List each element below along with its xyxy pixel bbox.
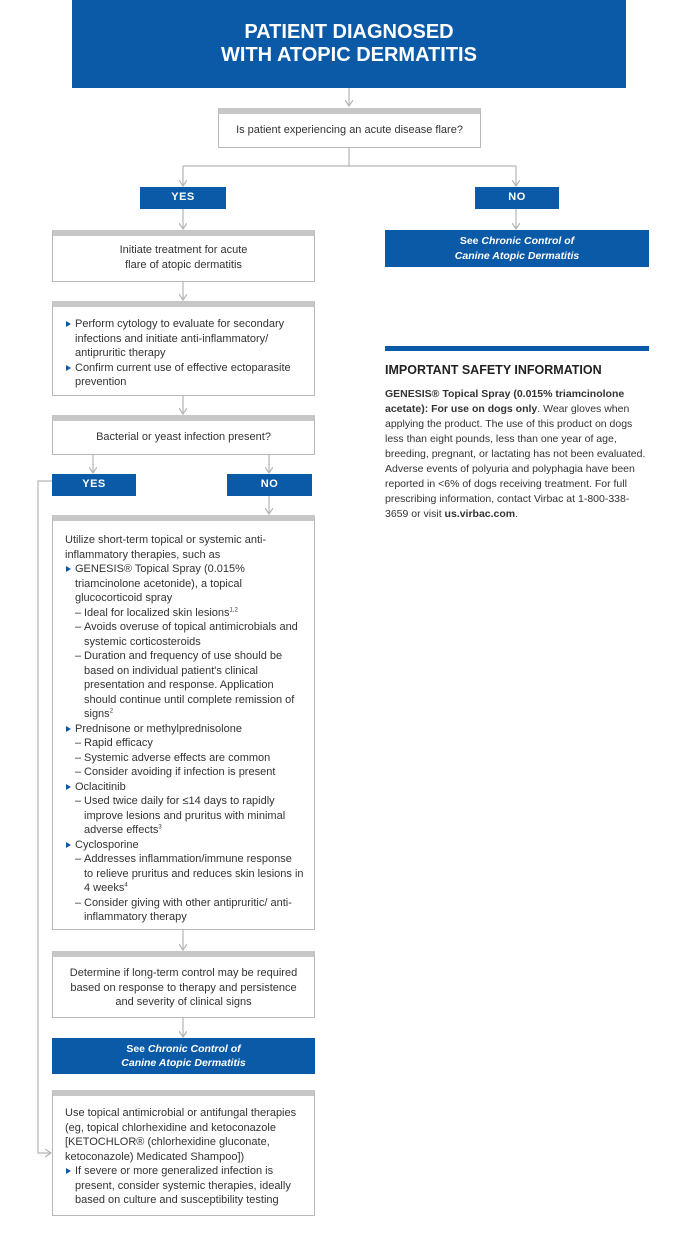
therapy-detail: Consider avoiding if infection is presen…: [75, 765, 304, 780]
see-chronic-control-link[interactable]: See Chronic Control of Canine Atopic Der…: [52, 1038, 315, 1074]
long-term-control-box: Determine if long-term control may be re…: [52, 951, 315, 1018]
acute-flare-question: Is patient experiencing an acute disease…: [218, 108, 481, 148]
connector: [37, 480, 52, 1153]
box-text-line: flare of atopic dermatitis: [125, 258, 242, 271]
antimicrobial-therapies-box: Use topical antimicrobial or antifungal …: [52, 1090, 315, 1216]
see-prefix: See: [126, 1042, 148, 1055]
therapy-item: Cyclosporine Addresses inflammation/immu…: [65, 838, 304, 925]
anti-inflammatory-therapies-box: Utilize short-term topical or systemic a…: [52, 515, 315, 930]
box-text: Determine if long-term control may be re…: [69, 967, 298, 1008]
therapy-label: Oclacitinib: [75, 780, 126, 793]
safety-bold-intro: GENESIS® Topical Spray (0.015% triamcino…: [385, 388, 625, 415]
antimicrobial-intro: Use topical antimicrobial or antifungal …: [65, 1107, 297, 1163]
list-item: Perform cytology to evaluate for seconda…: [65, 317, 304, 361]
chronic-title-line: Chronic Control of: [147, 1042, 241, 1055]
safety-end: .: [515, 508, 519, 520]
cytology-box: Perform cytology to evaluate for seconda…: [52, 301, 315, 396]
therapy-item: Prednisone or methylprednisolone Rapid e…: [65, 722, 304, 780]
safety-heading: IMPORTANT SAFETY INFORMATION: [385, 363, 602, 377]
divider: [385, 346, 649, 351]
list-item: If severe or more generalized infection …: [65, 1164, 304, 1208]
therapy-detail: Consider giving with other antipruritic/…: [75, 896, 304, 925]
therapy-detail: Systemic adverse effects are common: [75, 751, 304, 766]
no-label: NO: [475, 187, 559, 209]
see-prefix: See: [459, 235, 482, 247]
therapy-detail: Duration and frequency of use should be …: [75, 649, 304, 722]
therapies-intro: Utilize short-term topical or systemic a…: [65, 534, 267, 561]
question-text: Bacterial or yeast infection present?: [96, 431, 271, 444]
chronic-title-line: Chronic Control of: [481, 235, 575, 247]
therapy-detail: Used twice daily for ≤14 days to rapidly…: [75, 794, 304, 838]
title-line: WITH ATOPIC DERMATITIS: [221, 44, 477, 66]
therapy-detail: Addresses inflammation/immune response t…: [75, 852, 304, 896]
yes-label: YES: [140, 187, 226, 209]
therapy-detail: Ideal for localized skin lesions1,2: [75, 606, 304, 621]
reference: 4: [124, 882, 128, 889]
chronic-title-line: Canine Atopic Dermatitis: [454, 249, 580, 262]
therapy-detail: Rapid efficacy: [75, 736, 304, 751]
safety-body: . Wear gloves when applying the product.…: [385, 403, 646, 520]
initiate-treatment-box: Initiate treatment for acute flare of at…: [52, 230, 315, 282]
no-label: NO: [227, 474, 312, 496]
reference: 3: [158, 824, 162, 831]
therapy-label: GENESIS® Topical Spray (0.015% triamcino…: [75, 563, 245, 604]
safety-information: IMPORTANT SAFETY INFORMATION GENESIS® To…: [385, 346, 649, 522]
see-chronic-control-link[interactable]: See Chronic Control of Canine Atopic Der…: [385, 230, 649, 267]
question-text: Is patient experiencing an acute disease…: [236, 124, 463, 137]
virbac-link[interactable]: us.virbac.com: [444, 508, 516, 520]
chronic-title-line: Canine Atopic Dermatitis: [121, 1057, 246, 1069]
box-text-line: Initiate treatment for acute: [119, 244, 248, 256]
therapy-item: GENESIS® Topical Spray (0.015% triamcino…: [65, 562, 304, 722]
diagnosis-title: PATIENT DIAGNOSED WITH ATOPIC DERMATITIS: [72, 0, 626, 88]
title-line: PATIENT DIAGNOSED: [244, 21, 454, 43]
therapy-detail: Avoids overuse of topical antimicrobials…: [75, 620, 304, 649]
therapy-item: Oclacitinib Used twice daily for ≤14 day…: [65, 780, 304, 838]
therapy-label: Prednisone or methylprednisolone: [75, 722, 242, 735]
safety-text: GENESIS® Topical Spray (0.015% triamcino…: [385, 387, 649, 522]
yes-label: YES: [52, 474, 136, 496]
therapy-label: Cyclosporine: [75, 838, 139, 851]
reference: 2: [109, 708, 114, 715]
list-item: Confirm current use of effective ectopar…: [65, 361, 304, 390]
infection-question: Bacterial or yeast infection present?: [52, 415, 315, 455]
reference: 1,2: [229, 606, 238, 613]
